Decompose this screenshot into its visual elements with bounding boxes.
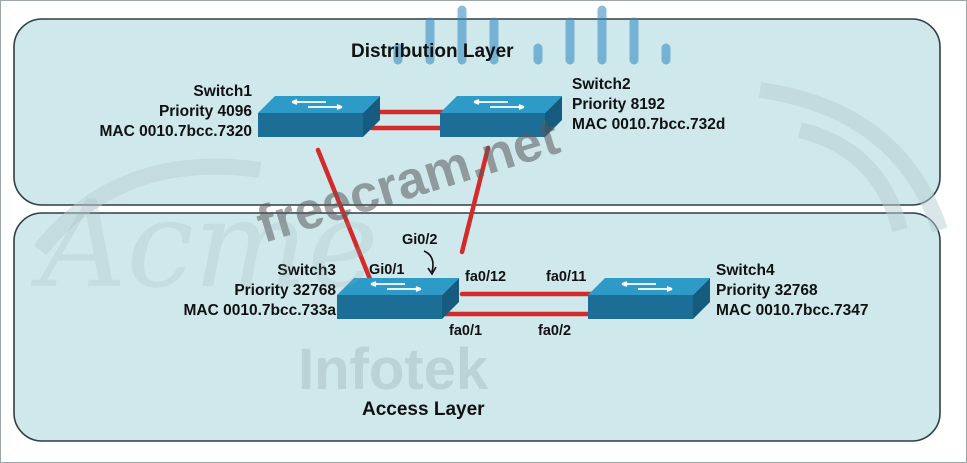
switch2-mac: MAC 0010.7bcc.732d — [572, 116, 726, 133]
port-label-fa0-2: fa0/2 — [538, 323, 572, 339]
port-label-gi0-2: Gi0/2 — [402, 232, 438, 248]
switch1-icon — [258, 96, 380, 137]
switch1-name: Switch1 — [193, 83, 252, 100]
access-layer-panel — [13, 212, 941, 442]
switch2-label: Switch2 Priority 8192 MAC 0010.7bcc.732d — [572, 75, 725, 135]
switch1-priority: Priority 4096 — [158, 103, 252, 120]
gi0-2-pointer-arrow-icon — [423, 250, 437, 276]
switch2-name: Switch2 — [572, 76, 631, 93]
switch4-label: Switch4 Priority 32768 MAC 0010.7bcc.734… — [716, 261, 869, 321]
distribution-layer-title: Distribution Layer — [351, 41, 514, 62]
port-label-gi0-1: Gi0/1 — [369, 262, 405, 278]
switch3-icon — [337, 278, 459, 319]
background-watermark-arcs — [33, 82, 948, 256]
cisco-logo-watermark-icon — [393, 5, 671, 65]
links — [315, 109, 599, 317]
port-label-fa0-1: fa0/1 — [449, 323, 483, 339]
switch1-label: Switch1 Priority 4096 MAC 0010.7bcc.7320 — [99, 82, 252, 142]
link-switch2-switch3 — [459, 145, 491, 255]
switch1-mac: MAC 0010.7bcc.7320 — [99, 123, 252, 140]
access-layer-title: Access Layer — [362, 399, 485, 420]
switch4-icon — [588, 278, 710, 319]
switch3-label: Switch3 Priority 32768 MAC 0010.7bcc.733… — [183, 261, 336, 321]
switch3-priority: Priority 32768 — [234, 282, 336, 299]
switch2-priority: Priority 8192 — [572, 96, 666, 113]
port-label-fa0-11: fa0/11 — [546, 269, 587, 285]
link-switch1-switch3 — [315, 147, 375, 287]
switch3-name: Switch3 — [277, 262, 336, 279]
port-label-fa0-12: fa0/12 — [465, 269, 507, 285]
switch2-icon — [440, 96, 562, 137]
switch3-mac: MAC 0010.7bcc.733a — [183, 302, 336, 319]
switch4-mac: MAC 0010.7bcc.7347 — [716, 302, 869, 319]
switch4-name: Switch4 — [716, 262, 775, 279]
switch4-priority: Priority 32768 — [716, 282, 818, 299]
